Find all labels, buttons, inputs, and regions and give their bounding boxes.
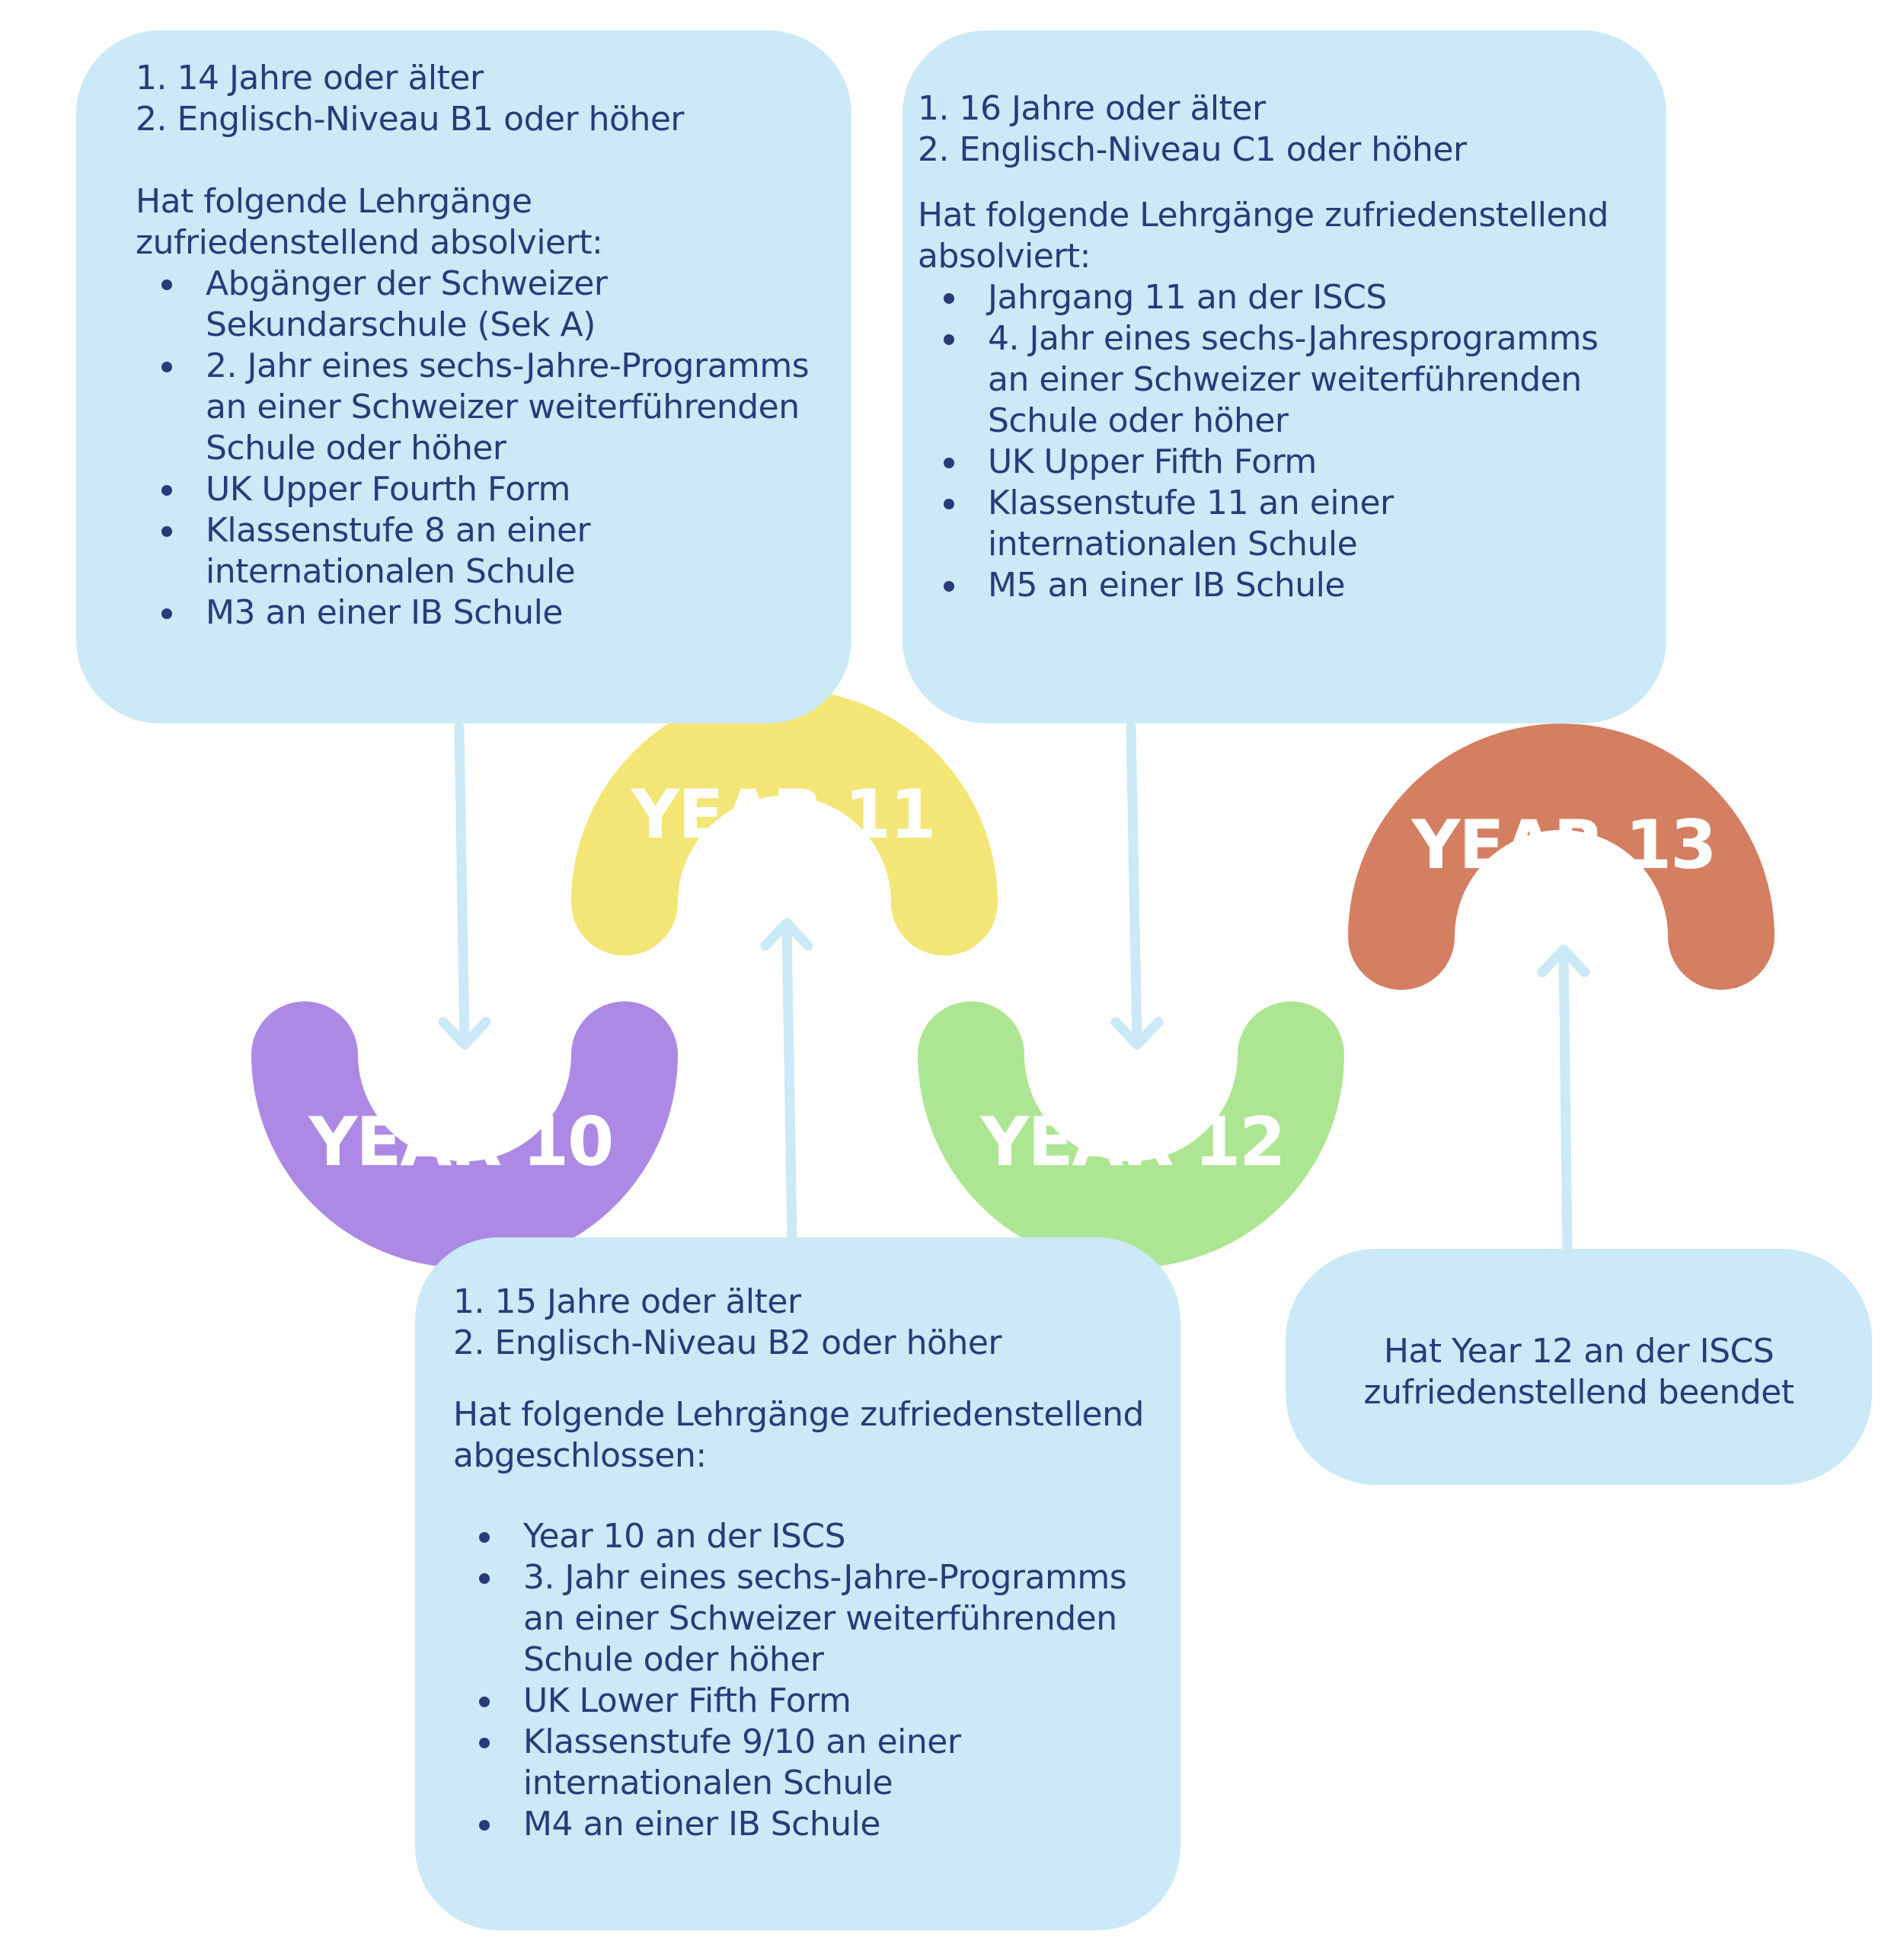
year10-course-list: Abgänger der Schweizer Sekundarschule (S… <box>136 263 821 634</box>
list-item: UK Upper Fifth Form <box>944 442 1639 483</box>
list-item: Jahrgang 11 an der ISCS <box>944 277 1639 318</box>
year11-requirement-english: 2. Englisch-Niveau B2 oder höher <box>453 1323 1002 1362</box>
year13-label: YEAR 13 <box>1411 806 1717 884</box>
year10-label: YEAR 10 <box>308 1103 615 1181</box>
list-item: M4 an einer IB Schule <box>479 1804 1158 1845</box>
year12-requirements-box: 1. 16 Jahre oder älter 2. Englisch-Nivea… <box>902 30 1666 723</box>
year11-course-list: Year 10 an der ISCS 3. Jahr eines sechs-… <box>453 1516 1158 1845</box>
list-item: Klassenstufe 9/10 an einer international… <box>479 1722 1158 1804</box>
year11-requirement-age: 1. 15 Jahre oder älter <box>453 1282 801 1321</box>
list-item: M3 an einer IB Schule <box>161 592 821 634</box>
list-item: Year 10 an der ISCS <box>479 1516 1158 1557</box>
year12-requirement-age: 1. 16 Jahre oder älter <box>918 89 1266 128</box>
arrow-to-year10 <box>438 722 491 1050</box>
list-item: UK Upper Fourth Form <box>161 469 821 510</box>
year11-arc-shape <box>571 689 998 956</box>
year12-intro: Hat folgende Lehrgänge zufriedenstellend… <box>918 196 1608 276</box>
list-item: UK Lower Fifth Form <box>479 1681 1158 1722</box>
list-item: Klassenstufe 11 an einer internationalen… <box>944 483 1639 565</box>
year12-requirement-english: 2. Englisch-Niveau C1 oder höher <box>918 130 1467 169</box>
year13-arc-shape <box>1348 723 1775 990</box>
year12-arc-shape <box>918 1001 1344 1268</box>
arrow-to-year13 <box>1537 944 1590 1254</box>
arrow-to-year12 <box>1110 722 1164 1050</box>
year12-course-list: Jahrgang 11 an der ISCS 4. Jahr eines se… <box>918 277 1639 606</box>
arrow-to-year11 <box>760 918 813 1243</box>
year10-requirement-english: 2. Englisch-Niveau B1 oder höher <box>136 100 685 139</box>
list-item: Klassenstufe 8 an einer internationalen … <box>161 510 821 592</box>
year10-intro: Hat folgende Lehrgänge zufriedenstellend… <box>136 182 603 262</box>
year11-requirements-box: 1. 15 Jahre oder älter 2. Englisch-Nivea… <box>415 1237 1180 1930</box>
list-item: 4. Jahr eines sechs-Jahresprogramms an e… <box>944 318 1639 442</box>
year11-intro: Hat folgende Lehrgänge zufriedenstellend… <box>453 1395 1144 1475</box>
list-item: Abgänger der Schweizer Sekundarschule (S… <box>161 263 821 346</box>
year13-requirements-box: Hat Year 12 an der ISCS zufriedenstellen… <box>1286 1249 1872 1485</box>
year10-requirement-age: 1. 14 Jahre oder älter <box>136 59 484 97</box>
list-item: 3. Jahr eines sechs-Jahre-Programms an e… <box>479 1557 1158 1681</box>
year10-arc-shape <box>251 1001 678 1268</box>
year13-requirement-text: Hat Year 12 an der ISCS zufriedenstellen… <box>1363 1332 1794 1412</box>
year12-label: YEAR 12 <box>980 1103 1286 1181</box>
list-item: 2. Jahr eines sechs-Jahre-Programms an e… <box>161 346 821 469</box>
year11-label: YEAR 11 <box>631 775 937 854</box>
year10-requirements-box: 1. 14 Jahre oder älter 2. Englisch-Nivea… <box>76 30 851 723</box>
list-item: M5 an einer IB Schule <box>944 565 1639 606</box>
